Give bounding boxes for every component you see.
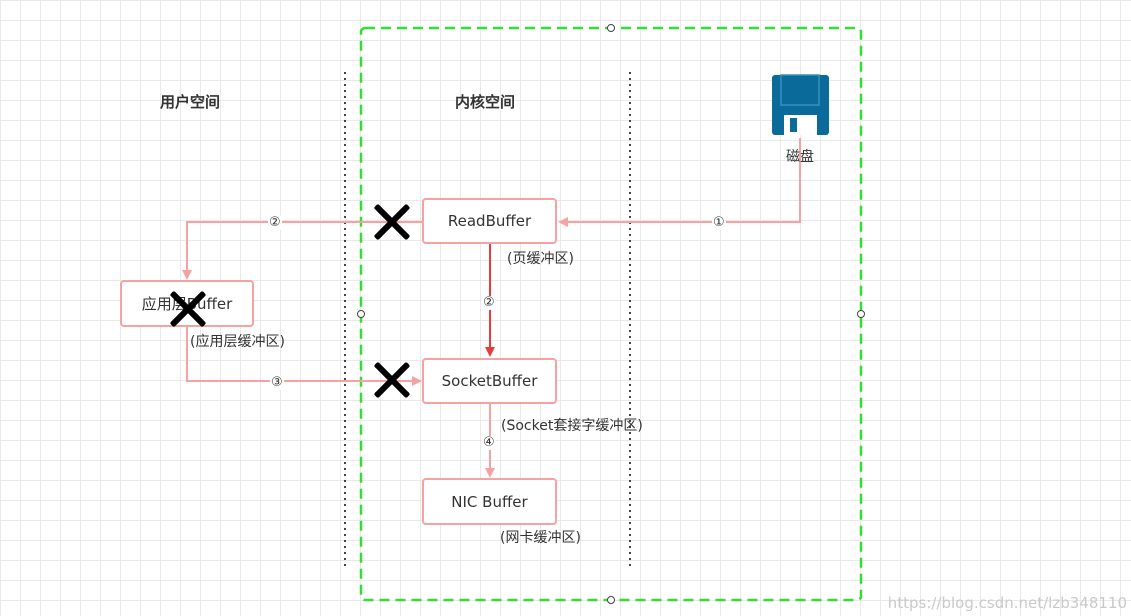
- socketbuffer-box[interactable]: SocketBuffer: [422, 358, 557, 404]
- floppy-disk-icon: [772, 74, 829, 135]
- kernel-space-title: 内核空间: [455, 93, 516, 111]
- nic-buffer-label: NIC Buffer: [451, 492, 528, 511]
- nic-buffer-box[interactable]: NIC Buffer: [422, 478, 557, 525]
- socketbuffer-note: (Socket套接字缓冲区): [501, 418, 643, 434]
- readbuffer-note: (页缓冲区): [507, 251, 574, 267]
- resize-handle-left[interactable]: [357, 310, 365, 318]
- readbuffer-box[interactable]: ReadBuffer: [422, 198, 557, 244]
- step-label-read-to-app: ②: [268, 215, 282, 230]
- disk-label: 磁盘: [786, 149, 814, 165]
- step-label-disk-to-read: ①: [712, 215, 726, 230]
- cross-mark-app-buffer: [169, 290, 207, 328]
- watermark-text: https://blog.csdn.net/lzb348110: [887, 594, 1127, 612]
- app-buffer-note: (应用层缓冲区): [190, 334, 285, 350]
- arrow-appbuffer-to-socketbuffer: [186, 327, 422, 386]
- step-label-read-to-socket: ②: [482, 295, 496, 310]
- resize-handle-right[interactable]: [857, 310, 865, 318]
- resize-handle-top[interactable]: [607, 24, 615, 32]
- arrow-readbuffer-to-appbuffer: [182, 221, 422, 280]
- cross-mark-socket-copy: [373, 361, 411, 399]
- step-label-app-to-socket: ③: [270, 375, 284, 390]
- user-space-title: 用户空间: [160, 93, 221, 111]
- step-label-socket-to-nic: ④: [482, 435, 496, 450]
- readbuffer-label: ReadBuffer: [447, 212, 532, 230]
- nic-buffer-note: (网卡缓冲区): [500, 530, 581, 546]
- arrow-disk-to-readbuffer: [558, 138, 801, 227]
- socketbuffer-label: SocketBuffer: [441, 372, 538, 390]
- resize-handle-bottom[interactable]: [607, 596, 615, 604]
- cross-mark-readbuffer-copy: [373, 203, 411, 241]
